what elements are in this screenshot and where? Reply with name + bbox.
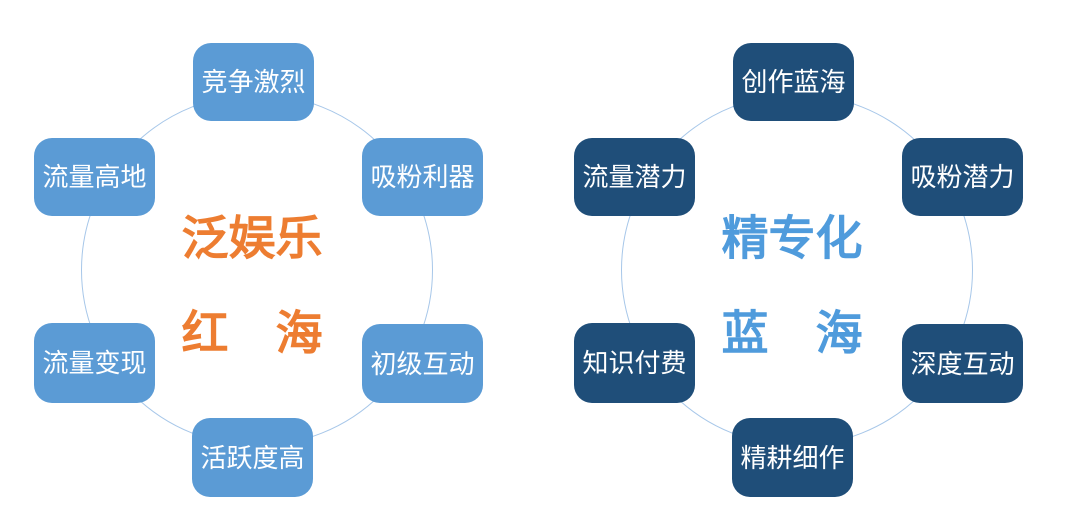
node-bottom: 活跃度高 [192, 418, 313, 497]
diagram-blue-sea: 创作蓝海 流量潜力 吸粉潜力 知识付费 深度互动 精耕细作 精专化 蓝 海 [540, 0, 1080, 528]
node-lower-left: 流量变现 [34, 323, 155, 403]
diagram-title-line1: 精专化 [721, 211, 863, 265]
node-label: 竞争激烈 [201, 67, 306, 97]
node-bottom: 精耕细作 [732, 418, 853, 497]
node-label: 初级互动 [370, 348, 475, 379]
node-upper-right: 吸粉利器 [362, 138, 483, 216]
node-label: 流量潜力 [582, 162, 687, 192]
node-label: 吸粉利器 [370, 162, 475, 192]
diagram-red-sea: 竞争激烈 流量高地 吸粉利器 流量变现 初级互动 活跃度高 泛娱乐 红 海 [34, 43, 483, 497]
node-label: 深度互动 [910, 348, 1015, 379]
node-top: 竞争激烈 [193, 43, 314, 121]
node-label: 精耕细作 [740, 442, 845, 473]
diagram-title-line2: 蓝 海 [721, 306, 863, 360]
node-label: 创作蓝海 [741, 67, 846, 97]
node-upper-left: 流量潜力 [574, 138, 695, 216]
diagram-title-line2: 红 海 [181, 306, 323, 360]
node-label: 活跃度高 [200, 442, 305, 473]
node-lower-left: 知识付费 [574, 323, 695, 403]
node-label: 吸粉潜力 [910, 162, 1015, 192]
node-upper-left: 流量高地 [34, 138, 155, 216]
node-top: 创作蓝海 [733, 43, 854, 121]
node-label: 流量高地 [42, 162, 147, 192]
node-lower-right: 深度互动 [902, 324, 1023, 403]
node-label: 流量变现 [42, 348, 147, 378]
node-lower-right: 初级互动 [362, 324, 483, 403]
diagram-title-line1: 泛娱乐 [181, 211, 323, 265]
node-upper-right: 吸粉潜力 [902, 138, 1023, 216]
node-label: 知识付费 [582, 348, 687, 378]
